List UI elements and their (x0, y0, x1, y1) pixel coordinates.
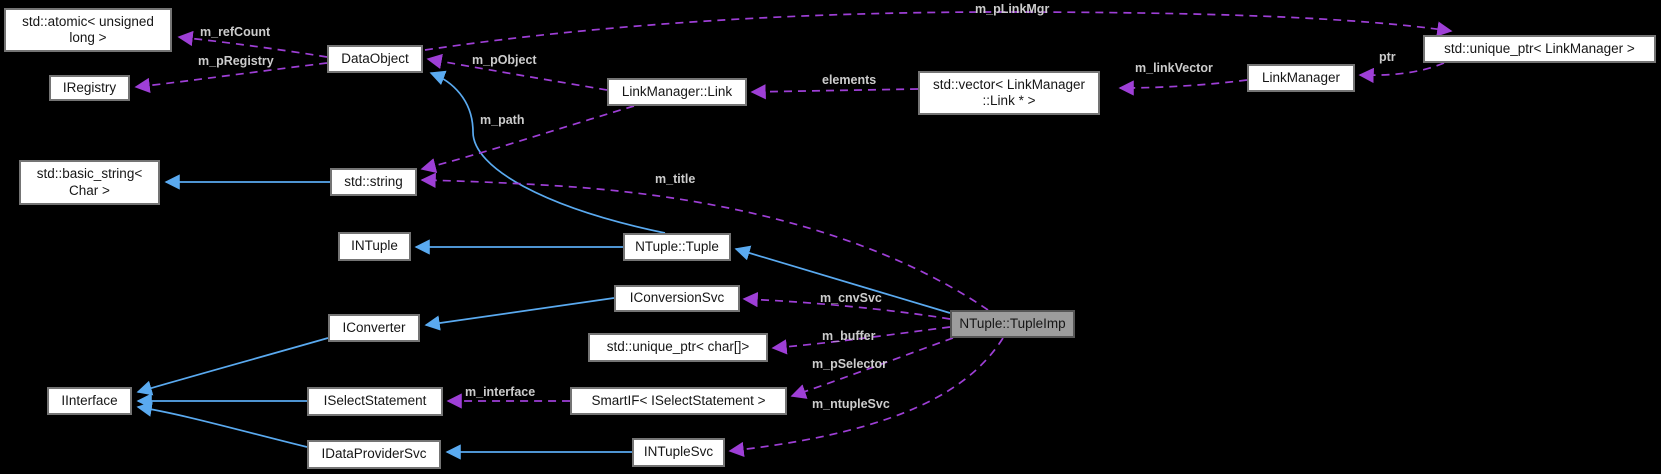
class-node-iconversionsvc[interactable]: IConversionSvc (614, 285, 740, 312)
edge-usage-m-pobject (426, 53, 608, 91)
class-node-iinterface[interactable]: IInterface (47, 387, 132, 415)
class-node-std-unique-ptr-linkmanager[interactable]: std::unique_ptr< LinkManager > (1423, 35, 1656, 63)
edge-usage-m-plinkmgr (424, 11, 1453, 51)
edge-inherit-iconversionsvc-iconverter (424, 297, 615, 331)
edge-label-m-buffer: m_buffer (822, 329, 876, 343)
edge-usage-m-buffer (771, 326, 951, 355)
edge-usage-m-ntuplesvc (728, 337, 1004, 458)
edge-label-ptr: ptr (1379, 50, 1396, 64)
class-node-intuple[interactable]: INTuple (338, 232, 411, 261)
class-node-idataprovidersvc[interactable]: IDataProviderSvc (307, 440, 441, 469)
edge-label-elements: elements (822, 73, 877, 87)
edge-label-m-pobject: m_pObject (472, 53, 537, 67)
class-node-ntuple-tuple[interactable]: NTuple::Tuple (623, 233, 731, 261)
edge-inherit-tupleimp-tuple (734, 245, 951, 314)
class-node-std-atomic-unsigned-long[interactable]: std::atomic< unsigned long > (4, 8, 172, 52)
edge-usage-m-title (420, 172, 989, 311)
class-node-linkmanager-link[interactable]: LinkManager::Link (607, 78, 747, 106)
class-node-std-unique-ptr-char[interactable]: std::unique_ptr< char[]> (588, 333, 768, 362)
edge-label-m-plinkmgr: m_pLinkMgr (975, 2, 1050, 16)
class-node-iconverter[interactable]: IConverter (328, 314, 420, 342)
edge-usage-m-pregistry (134, 62, 328, 94)
edge-usage-ptr (1358, 62, 1445, 84)
edge-inherit-idataprovidersvc-iinterface (136, 401, 308, 448)
class-node-std-vector-linkmanager-link[interactable]: std::vector< LinkManager ::Link * > (918, 71, 1100, 115)
edge-inherit-tuple-dataobject (429, 70, 666, 234)
edge-label-m-refcount: m_refCount (200, 25, 271, 39)
edge-label-m-pselector: m_pSelector (812, 357, 888, 371)
edge-usage-m-pselector (790, 337, 954, 399)
class-node-std-basic-string-char[interactable]: std::basic_string< Char > (19, 160, 160, 205)
class-node-smartif-iselectstatement[interactable]: SmartIF< ISelectStatement > (570, 387, 787, 415)
edge-usage-m-path (420, 105, 635, 174)
class-node-dataobject[interactable]: DataObject (327, 45, 423, 73)
edge-usage-elements (750, 84, 919, 100)
edge-usage-m-linkvector (1118, 79, 1248, 96)
edge-label-m-pregistry: m_pRegistry (198, 54, 274, 68)
class-node-iselectstatement[interactable]: ISelectStatement (307, 387, 443, 416)
edge-inherit-iconverter-iinterface (136, 337, 329, 396)
class-node-ntuple-tupleimp-current[interactable]: NTuple::TupleImp (950, 310, 1075, 338)
edge-label-m-interface: m_interface (465, 385, 536, 399)
edge-label-m-cnvsvc: m_cnvSvc (820, 291, 882, 305)
edge-label-m-path: m_path (480, 113, 525, 127)
edge-label-m-linkvector: m_linkVector (1135, 61, 1213, 75)
edge-label-m-ntuplesvc: m_ntupleSvc (812, 397, 890, 411)
edge-usage-m-refcount (177, 30, 328, 58)
class-node-iregistry[interactable]: IRegistry (49, 75, 130, 101)
class-node-intuplesvc[interactable]: INTupleSvc (632, 438, 725, 467)
edge-label-m-title: m_title (655, 172, 696, 186)
class-node-std-string[interactable]: std::string (330, 168, 417, 196)
class-node-linkmanager[interactable]: LinkManager (1247, 64, 1355, 92)
edge-usage-m-cnvsvc (742, 291, 951, 320)
